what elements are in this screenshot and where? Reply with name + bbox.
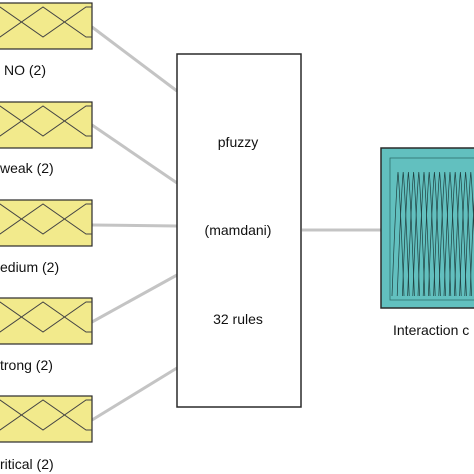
output-curve [422,171,436,297]
output-curve [454,171,467,297]
connector-line-5 [91,366,178,422]
output-curve [459,171,472,297]
membership-function-icon [0,6,92,38]
connector-line-4 [91,273,178,324]
output-box[interactable] [380,147,474,309]
output-curve [396,171,410,297]
membership-function-icon [0,399,92,431]
system-block[interactable] [176,53,302,408]
input-label-2: weak (2) [0,160,54,176]
input-box-2[interactable] [0,101,93,149]
membership-function-icon [0,203,92,235]
membership-function-icon [0,399,92,431]
input-label-1: NO (2) [4,62,46,78]
connector-line-2 [91,123,178,185]
membership-function-icon [0,6,92,38]
output-curve [443,171,457,297]
output-label: Interaction c [393,322,470,338]
membership-function-icon [0,301,92,333]
input-box-5[interactable] [0,395,93,443]
membership-function-icon [0,301,92,333]
input-box-1[interactable] [0,2,93,50]
output-curve [417,171,431,297]
input-label-5: ritical (2) [0,456,54,472]
output-curve [428,171,441,297]
system-rules: 32 rules [213,311,263,327]
input-label-3: edium (2) [0,259,60,275]
output-curve [407,171,420,297]
input-connectors [91,25,178,422]
output-curve [464,171,474,297]
output-curve [412,171,426,297]
output-curve [469,196,474,297]
input-label-4: trong (2) [0,357,53,373]
output-curve [433,171,446,297]
connector-line-3 [91,223,178,228]
system-type: (mamdani) [204,222,272,238]
membership-function-icon [0,105,92,137]
membership-function-icon [0,203,92,235]
output-curve [402,171,415,297]
connector-line-1 [91,25,178,93]
membership-function-icon [0,105,92,137]
output-curve [448,171,462,297]
system-name: pfuzzy [217,134,259,150]
output-curve [391,171,405,297]
input-box-3[interactable] [0,199,93,247]
output-membership-curves-icon [391,171,474,297]
output-curve [438,171,452,297]
input-box-4[interactable] [0,297,93,345]
